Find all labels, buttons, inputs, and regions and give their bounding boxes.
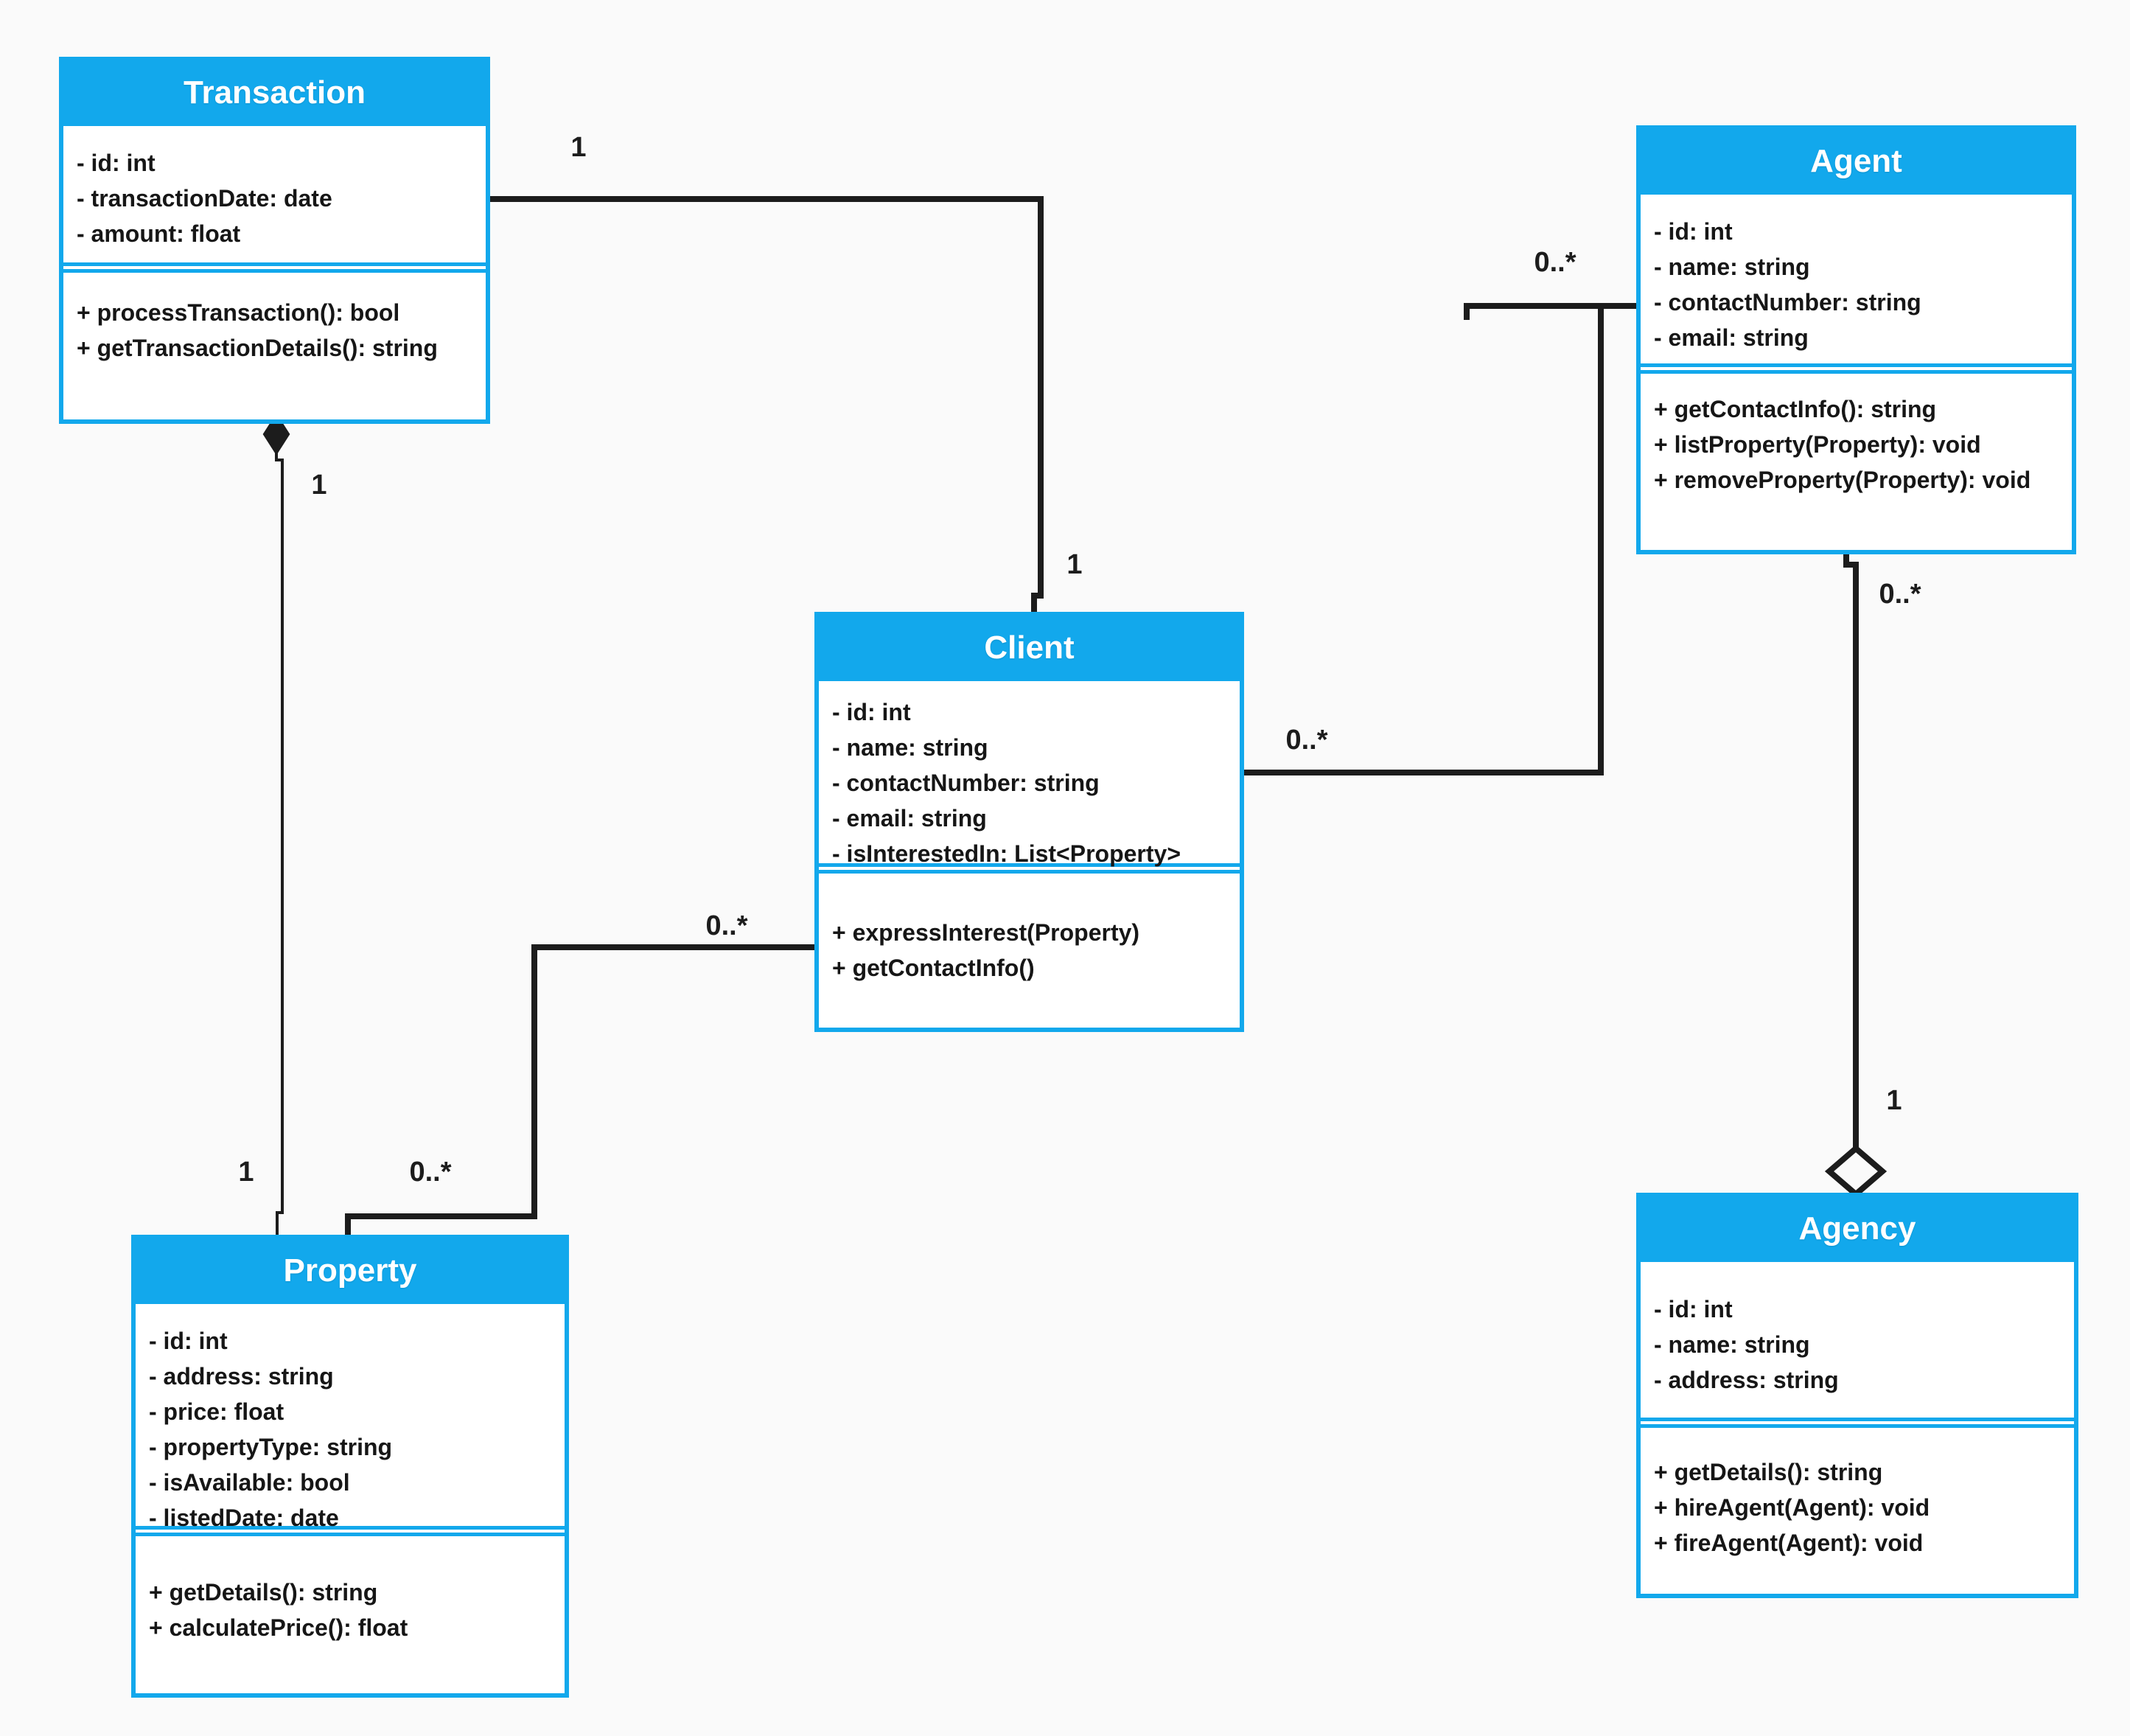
methods-section-transaction: + processTransaction(): bool + getTransac… bbox=[63, 269, 486, 419]
edge-transaction-client bbox=[486, 196, 1044, 615]
attributes-section-agent: - id: int - name: string - contactNumber: … bbox=[1641, 195, 2072, 367]
member-row: + removeProperty(Property): void bbox=[1654, 467, 2031, 493]
member-row: - id: int bbox=[832, 699, 911, 725]
attributes-section-client: - id: int - name: string - contactNumber: … bbox=[819, 681, 1240, 867]
member-row: + fireAgent(Agent): void bbox=[1654, 1530, 1924, 1556]
multiplicity-label: 1 bbox=[311, 470, 327, 501]
member-row: + getDetails(): string bbox=[149, 1579, 378, 1606]
member-row: - price: float bbox=[149, 1398, 284, 1425]
multiplicity-label: 0..* bbox=[1285, 725, 1327, 756]
multiplicity-label: 1 bbox=[238, 1157, 254, 1188]
member-row: - email: string bbox=[1654, 324, 1809, 351]
class-title-transaction: Transaction bbox=[63, 61, 486, 126]
attributes-section-property: - id: int - address: string - price: float… bbox=[136, 1304, 565, 1531]
member-row: + getContactInfo(): string bbox=[1654, 396, 1937, 422]
member-row: - isInterestedIn: List<Property> bbox=[832, 840, 1181, 867]
attributes-section-agency: - id: int - name: string - address: string bbox=[1641, 1262, 2074, 1421]
member-row: - email: string bbox=[832, 805, 987, 832]
member-row: - listedDate: date bbox=[149, 1505, 339, 1531]
member-row: - amount: float bbox=[77, 220, 241, 247]
multiplicity-label: 0..* bbox=[1534, 247, 1576, 278]
edge-client-agent bbox=[1241, 303, 1639, 775]
methods-section-property: + getDetails(): string + calculatePrice()… bbox=[136, 1533, 565, 1693]
class-box-agency: Agency - id: int - name: string - address:… bbox=[1636, 1193, 2078, 1598]
member-row: - address: string bbox=[149, 1363, 334, 1390]
class-box-transaction: Transaction - id: int - transactionDate: … bbox=[59, 57, 490, 424]
multiplicity-label: 0..* bbox=[409, 1157, 451, 1188]
class-title-client: Client bbox=[819, 616, 1240, 681]
class-title-agent: Agent bbox=[1641, 130, 2072, 195]
edge-client-agent-overshoot bbox=[1464, 303, 1604, 320]
multiplicity-label: 1 bbox=[1066, 549, 1082, 580]
class-box-agent: Agent - id: int - name: string - contactNu… bbox=[1636, 125, 2076, 554]
member-row: - address: string bbox=[1654, 1367, 1839, 1393]
member-row: - name: string bbox=[1654, 1331, 1810, 1358]
member-row: - id: int bbox=[77, 150, 156, 176]
multiplicity-label: 0..* bbox=[705, 910, 747, 941]
class-title-agency: Agency bbox=[1641, 1197, 2074, 1262]
class-box-client: Client - id: int - name: string - contactN… bbox=[814, 612, 1244, 1032]
member-row: - id: int bbox=[1654, 218, 1733, 245]
member-row: + getContactInfo() bbox=[832, 955, 1035, 981]
member-row: - id: int bbox=[149, 1328, 228, 1354]
member-row: + processTransaction(): bool bbox=[77, 299, 400, 326]
member-row: - name: string bbox=[1654, 254, 1810, 280]
methods-section-agency: + getDetails(): string + hireAgent(Agent)… bbox=[1641, 1424, 2074, 1594]
member-row: - propertyType: string bbox=[149, 1434, 393, 1460]
member-row: + listProperty(Property): void bbox=[1654, 431, 1981, 458]
member-row: + getTransactionDetails(): string bbox=[77, 335, 438, 361]
member-row: - transactionDate: date bbox=[77, 185, 332, 212]
multiplicity-label: 1 bbox=[570, 132, 586, 163]
class-title-property: Property bbox=[136, 1239, 565, 1304]
multiplicity-label: 0..* bbox=[1879, 579, 1921, 610]
edge-agent-agency bbox=[1843, 551, 1859, 1150]
member-row: + expressInterest(Property) bbox=[832, 919, 1140, 946]
member-row: - isAvailable: bool bbox=[149, 1469, 350, 1496]
methods-section-client: + expressInterest(Property) + getContactI… bbox=[819, 870, 1240, 1028]
member-row: + calculatePrice(): float bbox=[149, 1614, 408, 1641]
attributes-section-transaction: - id: int - transactionDate: date - amount… bbox=[63, 126, 486, 266]
member-row: - name: string bbox=[832, 734, 988, 761]
member-row: - contactNumber: string bbox=[832, 770, 1100, 796]
member-row: - contactNumber: string bbox=[1654, 289, 1921, 316]
methods-section-agent: + getContactInfo(): string + listProperty… bbox=[1641, 370, 2072, 550]
aggregation-diamond-icon bbox=[1824, 1144, 1888, 1199]
member-row: + getDetails(): string bbox=[1654, 1459, 1883, 1485]
edge-transaction-property bbox=[275, 450, 284, 1236]
edge-client-property bbox=[345, 944, 817, 1238]
class-box-property: Property - id: int - address: string - pri… bbox=[131, 1235, 569, 1698]
multiplicity-label: 1 bbox=[1886, 1085, 1902, 1116]
member-row: - id: int bbox=[1654, 1296, 1733, 1322]
member-row: + hireAgent(Agent): void bbox=[1654, 1494, 1930, 1521]
